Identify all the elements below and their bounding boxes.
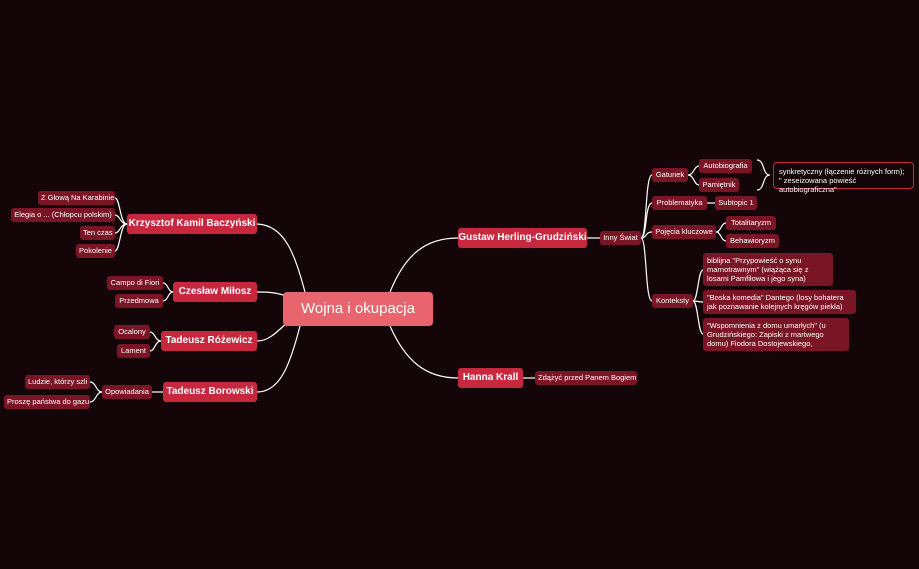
subtopic-krall[interactable]: Zdążyć przed Panem Bogiem	[535, 371, 637, 385]
subtopic-konteksty[interactable]: Konteksty	[652, 294, 693, 308]
subtopic-milosz[interactable]: Przedmowa	[115, 294, 163, 308]
subtopic-baczynski[interactable]: Ten czas	[80, 226, 115, 240]
root-topic[interactable]: Wojna i okupacja	[283, 292, 433, 326]
subtopic-totalitaryzm[interactable]: Totalitaryzm	[726, 216, 776, 230]
subtopic-inny-swiat[interactable]: Inny Świat	[600, 231, 641, 245]
subtopic-milosz[interactable]: Campo di Fiori	[107, 276, 163, 290]
topic-milosz[interactable]: Czesław Miłosz	[173, 282, 257, 302]
subtopic-baczynski[interactable]: Z Głową Na Karabinie	[38, 191, 115, 205]
subtopic-pamietnik[interactable]: Pamiętnik	[699, 178, 739, 192]
context-dostojewski[interactable]: "Wspomnienia z domu umarłych" (u Grudziń…	[703, 318, 849, 351]
subtopic-pojecia-kluczowe[interactable]: Pojęcia kluczowe	[652, 225, 716, 239]
context-biblijna[interactable]: biblijna "Przypowieść o synu marnotrawny…	[703, 253, 833, 286]
subtopic-gatunek[interactable]: Gatunek	[652, 168, 688, 182]
subtopic-borowski-story[interactable]: Proszę państwa do gazu	[4, 395, 90, 409]
subtopic-borowski-story[interactable]: Ludzie, którzy szli	[25, 375, 90, 389]
subtopic-baczynski[interactable]: Pokolenie	[76, 244, 115, 258]
subtopic-baczynski[interactable]: Elegia o ... (Chłopcu polskim)	[11, 208, 115, 222]
subtopic-rozewicz[interactable]: Lament	[117, 344, 150, 358]
subtopic-autobiografia[interactable]: Autobiografia	[699, 159, 752, 173]
subtopic-behawioryzm[interactable]: Behawioryzm	[726, 234, 779, 248]
context-boska-komedia[interactable]: "Boska komedia" Dantego (losy bohatera j…	[703, 290, 856, 314]
subtopic-rozewicz[interactable]: Ocalony	[114, 325, 150, 339]
subtopic-problematyka[interactable]: Problematyka	[652, 196, 707, 210]
topic-baczynski[interactable]: Krzysztof Kamil Baczyński	[127, 214, 257, 234]
subtopic-subtopic-1[interactable]: Subtopic 1	[715, 196, 757, 210]
topic-krall[interactable]: Hanna Krall	[458, 368, 523, 388]
topic-herling[interactable]: Gustaw Herling-Grudziński	[458, 228, 587, 248]
gatunek-summary[interactable]: synkretyczny (łączenie różnych form); " …	[773, 162, 914, 194]
topic-rozewicz[interactable]: Tadeusz Różewicz	[161, 331, 257, 351]
topic-borowski[interactable]: Tadeusz Borowski	[163, 382, 257, 402]
subtopic-opowiadania[interactable]: Opowiadania	[102, 385, 152, 399]
